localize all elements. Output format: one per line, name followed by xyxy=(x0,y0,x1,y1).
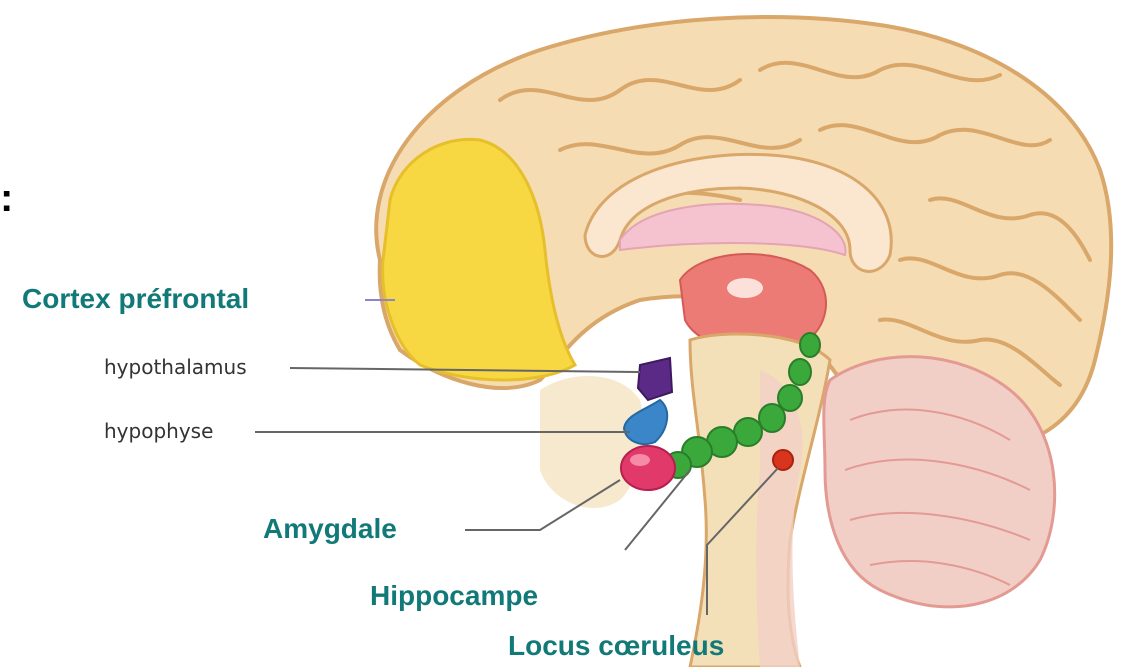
label-amygdale: Amygdale xyxy=(263,515,397,543)
label-hippocampe: Hippocampe xyxy=(370,582,538,610)
hypothalamus-shape xyxy=(638,358,672,400)
label-hypophyse: hypophyse xyxy=(104,421,213,441)
temporal-lobe xyxy=(540,376,644,508)
label-hypothalamus: hypothalamus xyxy=(104,357,247,377)
thalamus-highlight xyxy=(727,278,763,298)
label-cortex-prefrontal: Cortex préfrontal xyxy=(22,285,249,313)
amygdale-shape xyxy=(621,446,675,490)
colon-mark: : xyxy=(0,178,13,218)
label-locus-coeruleus: Locus cœruleus xyxy=(508,632,724,660)
locus-shape xyxy=(773,450,793,470)
